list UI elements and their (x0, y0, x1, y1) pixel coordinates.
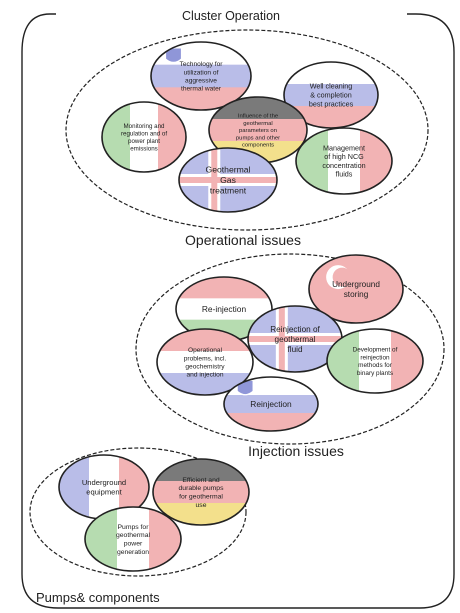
bubble-label-line: problems, incl. (184, 355, 227, 362)
bubble-label-line: Well cleaning (310, 82, 353, 91)
bubble-label-line: Development of (353, 347, 398, 354)
cluster-title: Cluster Operation (182, 9, 280, 23)
germany-flag-icon (153, 459, 249, 525)
bubble-label-line: geothermal (275, 335, 316, 344)
bubble-label-line: fluids (336, 170, 353, 179)
bubble-label-line: and injection (186, 371, 223, 378)
title-gap (56, 4, 406, 24)
bubble-label-line: geochemistry (185, 363, 225, 370)
bubble-label-line: treatment (210, 186, 247, 196)
bubble-label-line: geothermal (243, 121, 272, 127)
bubble-label-line: Reinjection of (270, 325, 320, 334)
bubble-label-line: power (124, 541, 143, 548)
bubble-label-line: aggressive (185, 77, 217, 84)
bubble-label-line: thermal water (181, 85, 222, 92)
group-label-injection: Injection issues (248, 443, 344, 459)
bubble-label-line: binary plants (357, 370, 393, 377)
bubble-label-line: parameters on (239, 128, 277, 134)
bubble-label-line: generation (117, 549, 149, 556)
bubble-label-line: storing (344, 290, 369, 299)
slovenia-flag-icon (224, 377, 318, 431)
bubble-label-line: for geothermal (179, 494, 223, 501)
group-label-pumps: Pumps& components (36, 590, 160, 605)
bubble-label-line: best practices (309, 99, 354, 108)
bubble-label-line: Management (323, 143, 365, 152)
bubble-reinjection: Reinjection (223, 376, 319, 432)
bubble-label-line: Technology for (180, 61, 224, 68)
bubble-label-line: power plant (128, 138, 160, 145)
iceland-flag-icon (179, 148, 277, 212)
bubble-label-line: regulation and of (121, 130, 167, 137)
bubble-label-line: Pumps for (118, 524, 150, 531)
bubble-label-line: Operational (188, 347, 223, 354)
bubble-label-line: Re-injection (202, 304, 247, 314)
bubble-label-line: Efficient and (182, 477, 220, 484)
bubble-label-line: of high NCG (324, 152, 364, 161)
bubble-label-line: emissions (130, 146, 158, 153)
group-label-operational: Operational issues (185, 232, 301, 248)
bubble-label-line: Reinjection (250, 399, 292, 409)
bubble-label-line: geothermal (116, 532, 150, 539)
bubble-label-line: Underground (82, 478, 126, 487)
bubble-label-line: fluid (287, 345, 302, 354)
bubble-label-line: Underground (332, 280, 380, 289)
netherlands-flag-icon (157, 329, 253, 395)
bubble-label-line: methods for (358, 362, 393, 369)
bubble-label-line: Monitoring and (124, 123, 165, 130)
bubble-label-line: equipment (86, 487, 122, 496)
group-operational-outline (65, 29, 429, 231)
bubble-label-line: use (196, 502, 207, 509)
group-injection-outline (135, 253, 445, 445)
bubble-label: Reinjection (250, 399, 292, 409)
bubble-label-line: concentration (322, 161, 365, 170)
russia-flag-icon (284, 62, 378, 128)
bubble-label: Re-injection (202, 304, 247, 314)
bubble-label-line: durable pumps (179, 485, 225, 492)
bubble-label-line: Geothermal (206, 165, 251, 175)
group-pumps-outline (29, 447, 247, 577)
cluster-frame (21, 13, 455, 609)
bubble-label-line: components (242, 142, 274, 148)
bubble-label-line: Influence of the (238, 114, 279, 120)
bubble-label-line: reinjection (360, 354, 390, 361)
bubble-label-line: Gas (220, 175, 236, 185)
bubble-label-line: utilization of (184, 69, 219, 76)
bubble-label-line: & completion (310, 91, 352, 100)
turkey-flag-icon (309, 255, 403, 323)
bubble-label-line: pumps and other (236, 135, 280, 141)
